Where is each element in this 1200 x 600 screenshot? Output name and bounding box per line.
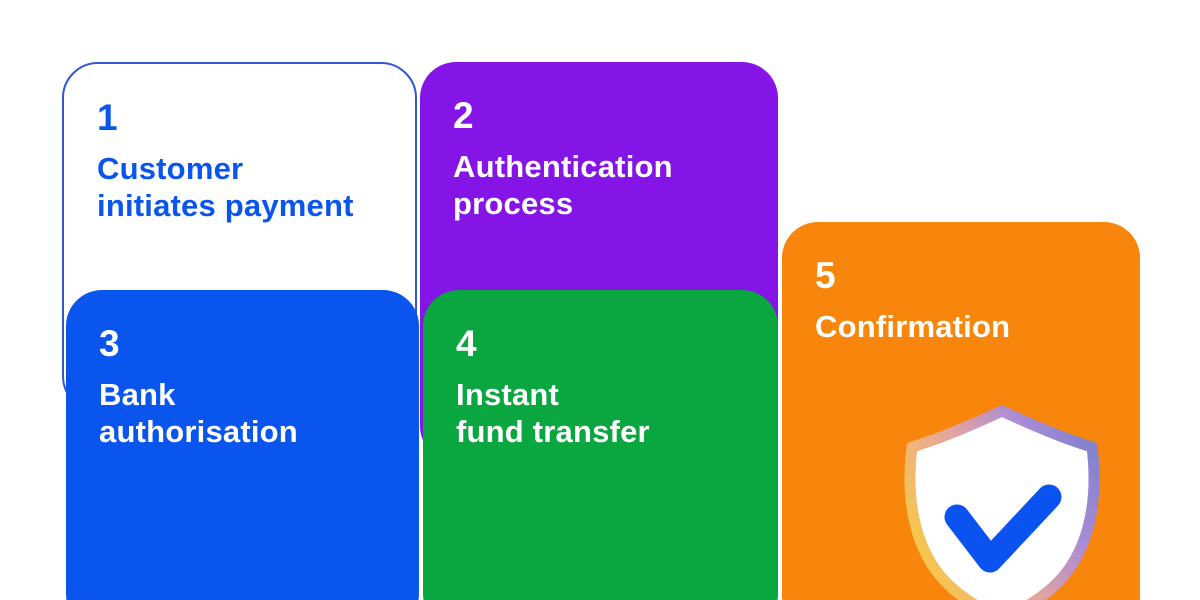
step-title-line: Instant (456, 377, 560, 412)
step-number-5: 5 (815, 255, 837, 296)
step-title-3: Bank authorisation (99, 376, 386, 450)
shield-outline (904, 405, 1100, 600)
step-title-line: Confirmation (815, 309, 1011, 344)
step-card-3: 3 Bank authorisation (66, 290, 419, 600)
step-number-3: 3 (99, 323, 121, 364)
step-title-line: initiates payment (97, 188, 354, 223)
step-card-3-content: 3 Bank authorisation (66, 290, 419, 450)
step-number-1: 1 (97, 97, 119, 138)
step-title-line: Bank (99, 377, 176, 412)
checkmark-icon (944, 484, 1062, 573)
step-title-line: authorisation (99, 414, 298, 449)
step-title-line: fund transfer (456, 414, 650, 449)
step-number-2: 2 (453, 95, 475, 136)
step-title-5: Confirmation (815, 308, 1107, 345)
shield-check-svg (904, 405, 1100, 600)
step-card-2-content: 2 Authentication process (420, 62, 778, 222)
step-title-line: process (453, 186, 574, 221)
step-title-line: Authentication (453, 149, 673, 184)
step-card-4-content: 4 Instant fund transfer (423, 290, 778, 450)
step-title-line: Customer (97, 151, 244, 186)
shield-check-icon (894, 404, 1110, 600)
step-title-1: Customer initiates payment (97, 150, 382, 224)
step-title-2: Authentication process (453, 148, 745, 222)
step-title-4: Instant fund transfer (456, 376, 745, 450)
step-card-1-content: 1 Customer initiates payment (64, 64, 415, 224)
step-card-5: 5 Confirmation (782, 222, 1140, 600)
step-card-5-content: 5 Confirmation (782, 222, 1140, 345)
step-card-4: 4 Instant fund transfer (423, 290, 778, 600)
step-number-4: 4 (456, 323, 478, 364)
